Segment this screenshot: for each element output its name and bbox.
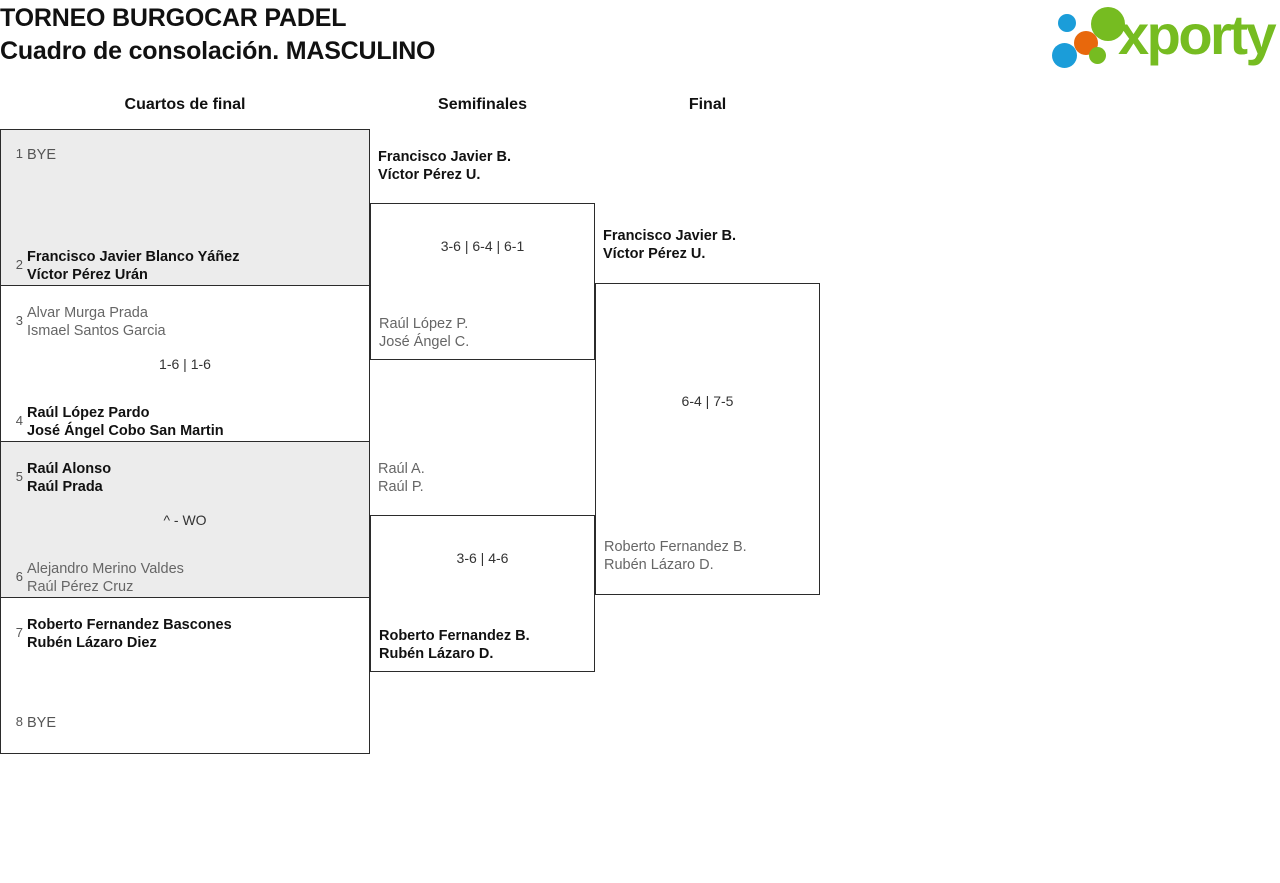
seed-number: 5 [15, 469, 23, 484]
team-name-line: Ismael Santos Garcia [27, 323, 166, 339]
match-score: 1-6 | 1-6 [159, 356, 211, 372]
tournament-name: TORNEO BURGOCAR PADEL [0, 4, 347, 32]
team-name-line: Francisco Javier B. [603, 228, 736, 244]
team-name-line: José Ángel C. [379, 334, 470, 350]
team-name-line: Francisco Javier Blanco Yáñez [27, 249, 240, 265]
round-header-quarterfinals: Cuartos de final [124, 96, 246, 113]
team-name-line: Alvar Murga Prada [27, 305, 148, 321]
seed-number: 4 [15, 413, 23, 428]
bracket-subtitle: Cuadro de consolación. MASCULINO [0, 37, 436, 65]
team-name-line: Raúl Alonso [27, 461, 112, 477]
team-name-line: Víctor Pérez U. [603, 246, 706, 262]
team-name-line: Víctor Pérez U. [378, 167, 481, 183]
logo-wordmark: xporty [1118, 3, 1277, 66]
match-score: ^ - WO [163, 512, 207, 528]
team-name-line: Rubén Lázaro D. [379, 646, 494, 662]
team-name-line: Raúl A. [378, 461, 425, 477]
team-name-line: Víctor Pérez Urán [27, 267, 148, 283]
team-name-line: Roberto Fernandez Bascones [27, 617, 232, 633]
team-name-line: Rubén Lázaro Diez [27, 635, 157, 651]
match-score: 3-6 | 4-6 [456, 550, 509, 566]
round-header-final: Final [688, 96, 727, 113]
team-name-line: Rubén Lázaro D. [604, 557, 714, 573]
team-name: Raúl López P. José Ángel C. [379, 315, 588, 351]
team-name-line: Raúl Prada [27, 479, 103, 495]
team-name-line: Raúl Pérez Cruz [27, 579, 134, 595]
seed-number: 8 [15, 714, 23, 729]
seed-number: 7 [15, 625, 23, 640]
team-name-line: Raúl P. [378, 479, 424, 495]
seed-number: 2 [15, 257, 23, 272]
team-name-line: Alejandro Merino Valdes [27, 561, 184, 577]
logo-dot-blue-top-icon [1058, 14, 1076, 32]
team-name: BYE [27, 714, 363, 732]
xporty-logo[interactable]: xporty [1050, 3, 1277, 68]
match-score: 6-4 | 7-5 [681, 393, 734, 409]
team-name-line: Roberto Fernandez B. [604, 539, 747, 555]
team-name: Francisco Javier B. Víctor Pérez U. [603, 227, 814, 263]
logo-dot-green-small-icon [1089, 47, 1106, 64]
team-name-line: Raúl López Pardo [27, 405, 150, 421]
team-name: Roberto Fernandez B. Rubén Lázaro D. [604, 538, 813, 574]
seed-number: 1 [15, 146, 23, 161]
team-name-line: José Ángel Cobo San Martin [27, 423, 224, 439]
round-header-semifinals: Semifinales [438, 96, 527, 113]
team-name: Roberto Fernandez B. Rubén Lázaro D. [379, 627, 588, 663]
team-name-line: BYE [27, 715, 57, 731]
team-name-line: Raúl López P. [379, 316, 469, 332]
match-score: 3-6 | 6-4 | 6-1 [440, 238, 525, 254]
team-name: Raúl A. Raúl P. [378, 460, 589, 496]
team-name-line: Roberto Fernandez B. [379, 628, 530, 644]
seed-number: 3 [15, 313, 23, 328]
team-name-line: Francisco Javier B. [378, 149, 511, 165]
seed-number: 6 [15, 569, 23, 584]
logo-dots-icon [1050, 7, 1125, 68]
page-header: TORNEO BURGOCAR PADEL Cuadro de consolac… [0, 0, 1280, 80]
page-title: TORNEO BURGOCAR PADEL Cuadro de consolac… [0, 2, 436, 68]
team-name: BYE [27, 146, 363, 164]
team-name-line: BYE [27, 147, 57, 163]
team-name: Francisco Javier B. Víctor Pérez U. [378, 148, 589, 184]
logo-dot-green-large-icon [1091, 7, 1125, 41]
logo-dot-blue-bottom-icon [1052, 43, 1077, 68]
